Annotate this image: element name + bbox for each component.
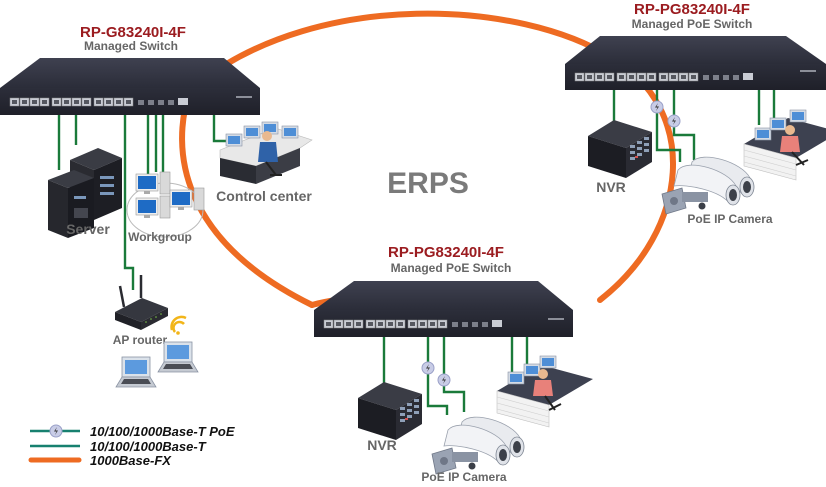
ap-router-label: AP router: [113, 333, 168, 347]
workgroup-pcs-icon: [135, 171, 205, 219]
poe-icon: [650, 100, 664, 114]
nvr-right[interactable]: NVR: [588, 120, 652, 195]
server-icon: [48, 148, 122, 238]
control-center[interactable]: Control center: [216, 121, 313, 204]
control-center-icon: [219, 121, 313, 184]
ap-router[interactable]: AP router: [113, 275, 199, 388]
poe-lightning-icon: [49, 424, 63, 438]
switch-left-type: Managed Switch: [84, 39, 178, 53]
switch-bottom-type: Managed PoE Switch: [391, 261, 512, 275]
bottom-switch-cables: [382, 337, 529, 415]
switch-right[interactable]: RP-PG83240I-4F Managed PoE Switch: [565, 1, 826, 90]
workgroup[interactable]: Workgroup: [126, 171, 205, 244]
legend-label-poe: 10/100/1000Base-T PoE: [90, 424, 235, 439]
poe-icon: [437, 373, 451, 387]
camera-right-label: PoE IP Camera: [687, 212, 772, 226]
nvr-right-label: NVR: [596, 179, 626, 195]
legend: 10/100/1000Base-T PoE 10/100/1000Base-T …: [28, 424, 235, 468]
camera-right[interactable]: PoE IP Camera: [661, 156, 773, 226]
switch-left[interactable]: RP-G83240I-4F Managed Switch: [0, 24, 260, 115]
server[interactable]: Server: [48, 148, 122, 238]
camera-bottom-label: PoE IP Camera: [421, 470, 506, 484]
legend-item-fiber: 1000Base-FX: [28, 453, 172, 468]
legend-label-fiber: 1000Base-FX: [90, 453, 172, 468]
switch-left-model: RP-G83240I-4F: [80, 24, 186, 41]
legend-item-poe: 10/100/1000Base-T PoE: [30, 424, 235, 439]
control-center-label: Control center: [216, 188, 312, 204]
switch-right-type: Managed PoE Switch: [632, 17, 753, 31]
poe-icon: [667, 114, 681, 128]
switch-bottom[interactable]: RP-PG83240I-4F Managed PoE Switch: [314, 244, 573, 337]
nvr-icon: [588, 120, 652, 178]
poe-icon: [421, 361, 435, 375]
workgroup-label: Workgroup: [128, 230, 192, 244]
legend-label-copper: 10/100/1000Base-T: [90, 439, 207, 454]
router-icon: [115, 275, 168, 330]
server-label: Server: [66, 221, 110, 237]
switch-right-model: RP-PG83240I-4F: [634, 1, 750, 18]
camera-icon: [431, 416, 525, 475]
camera-bottom[interactable]: PoE IP Camera: [421, 416, 525, 484]
nvr-bottom[interactable]: NVR: [358, 382, 422, 453]
operator-desk-bottom: [496, 355, 594, 428]
ring-title: ERPS: [387, 167, 469, 200]
right-switch-cables: [612, 90, 776, 162]
switch-bottom-model: RP-PG83240I-4F: [388, 244, 504, 261]
wifi-icon: [170, 315, 187, 335]
nvr-icon: [358, 382, 422, 440]
legend-item-copper: 10/100/1000Base-T: [30, 439, 207, 454]
laptop-icon: [115, 341, 199, 388]
operator-desk-right: [743, 109, 826, 181]
nvr-bottom-label: NVR: [367, 437, 397, 453]
